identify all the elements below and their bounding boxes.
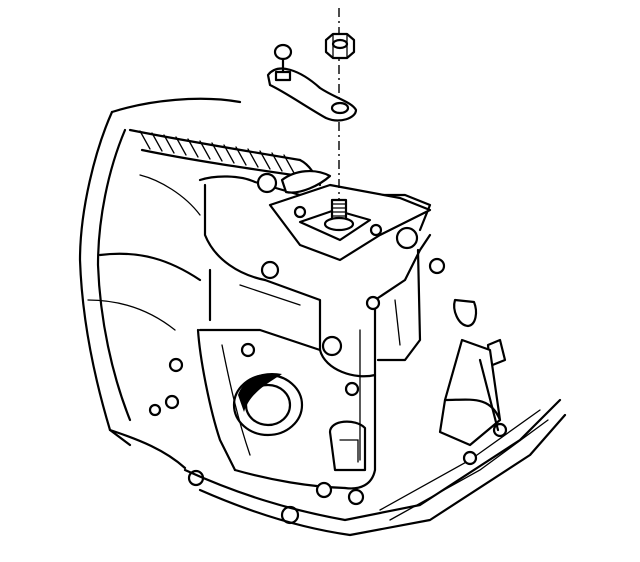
shift-lever-arm <box>266 43 358 122</box>
bolt-icon <box>148 172 446 525</box>
stud-icon <box>323 198 355 232</box>
oil-pan <box>183 398 567 537</box>
lever-icon <box>280 170 332 194</box>
nut-icon <box>324 32 356 60</box>
bell-housing <box>78 97 242 470</box>
side-pad <box>328 420 367 472</box>
mount-bracket-icon <box>438 298 508 466</box>
transmission-case <box>196 175 432 490</box>
seal-icon <box>232 372 304 437</box>
